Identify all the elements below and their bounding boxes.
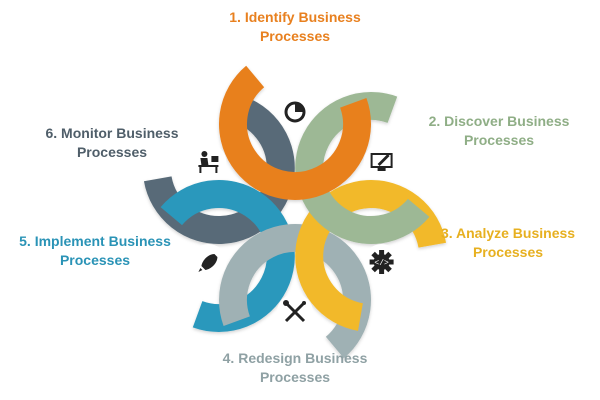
step-6-label: 6. Monitor Business Processes [22,124,202,162]
step-6-subtitle: Processes [76,144,148,160]
step-3-subtitle: Processes [472,244,544,260]
rocket-icon [198,254,218,272]
person-at-desk-icon [198,151,219,173]
step-1-subtitle: Processes [259,28,331,44]
monitor-pen-icon [370,153,393,171]
step-4-subtitle: Processes [259,369,331,385]
step-4-label: 4. Redesign Business Processes [200,349,390,387]
svg-text:</>: </> [374,259,389,268]
step-4-title: 4. Redesign Business [222,350,368,366]
step-5-label: 5. Implement Business Processes [6,232,184,270]
step-2-label: 2. Discover Business Processes [408,112,590,150]
step-2-title: 2. Discover Business [428,113,570,129]
step-1-title: 1. Identify Business [229,9,361,25]
step-3-label: 3. Analyze Business Processes [422,224,594,262]
code-gear-icon: </> [369,250,394,274]
wrench-screwdriver-icon [283,300,306,323]
step-1-label: 1. Identify Business Processes [200,8,390,46]
ring-segment-step-1 [219,65,371,200]
pie-chart-icon [284,101,306,123]
step-2-subtitle: Processes [463,132,535,148]
step-5-title: 5. Implement Business [19,233,171,249]
step-3-title: 3. Analyze Business [440,225,576,241]
step-6-title: 6. Monitor Business [45,125,179,141]
step-5-subtitle: Processes [59,252,131,268]
